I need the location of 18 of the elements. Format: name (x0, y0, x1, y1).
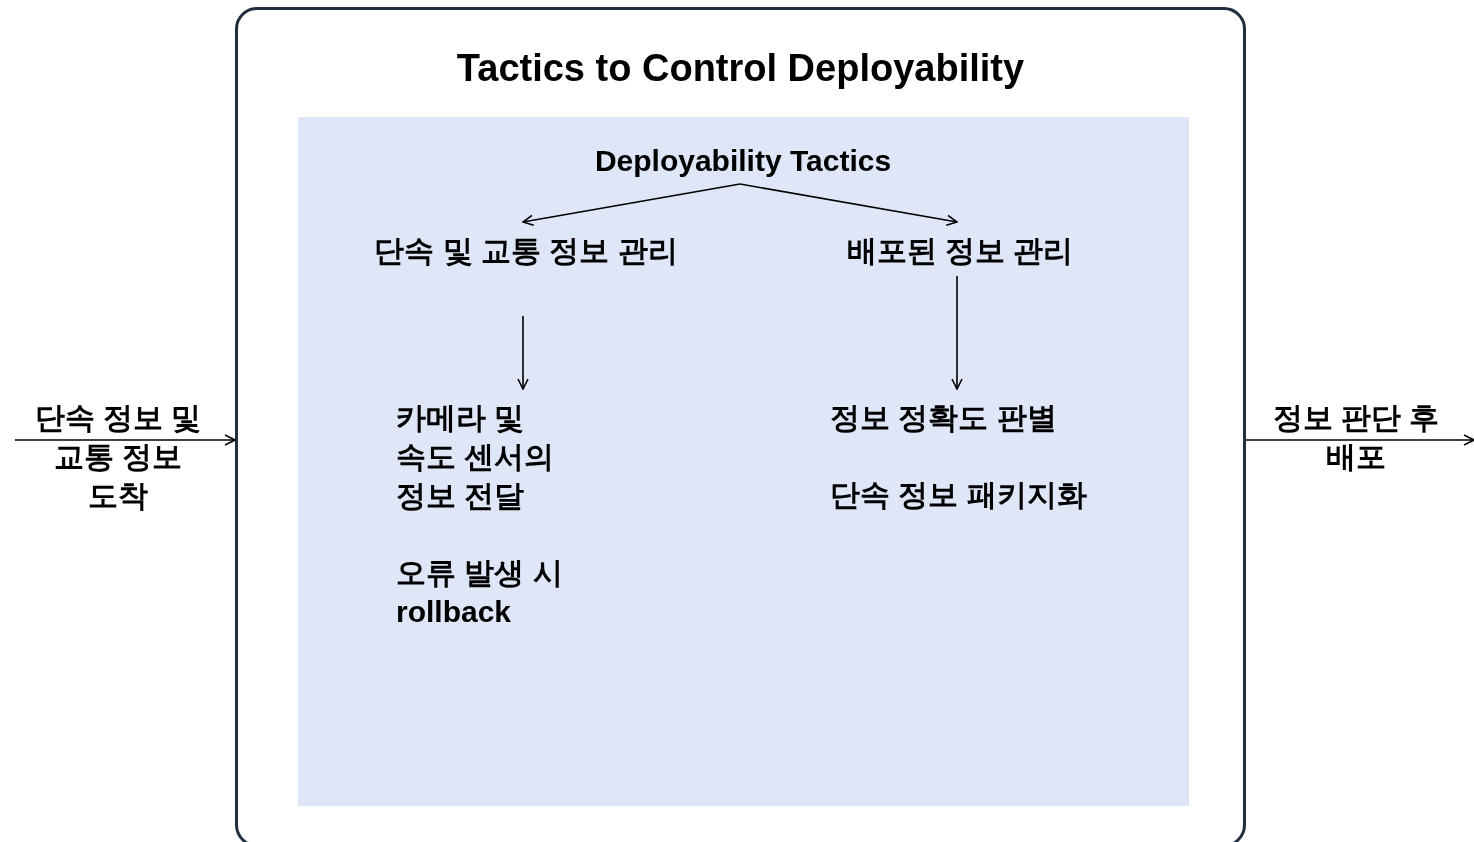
root-heading: Deployability Tactics (594, 143, 892, 179)
edge-label: 단속 정보 및 교통 정보 도착 (33, 400, 203, 514)
tactic-text: 정보 정확도 판별 (830, 400, 1057, 436)
tactics-panel (298, 117, 1189, 806)
arrow (522, 183, 741, 226)
tactic-text: 단속 정보 패키지화 (830, 477, 1087, 513)
arrow (739, 183, 958, 226)
outer-frame (235, 7, 1246, 842)
tactic-text: 오류 발생 시 rollback (396, 555, 564, 630)
diagram-title: Tactics to Control Deployability (455, 46, 1026, 91)
category-heading: 배포된 정보 관리 (846, 233, 1074, 269)
tactic-text: 카메라 및 속도 센서의 정보 전달 (396, 400, 556, 514)
edge-label: 정보 판단 후 배포 (1271, 400, 1441, 475)
arrow (14, 434, 236, 446)
category-heading: 단속 및 교통 정보 관리 (374, 233, 678, 269)
arrow (951, 275, 963, 390)
arrow (517, 315, 529, 390)
arrow (1245, 434, 1474, 446)
